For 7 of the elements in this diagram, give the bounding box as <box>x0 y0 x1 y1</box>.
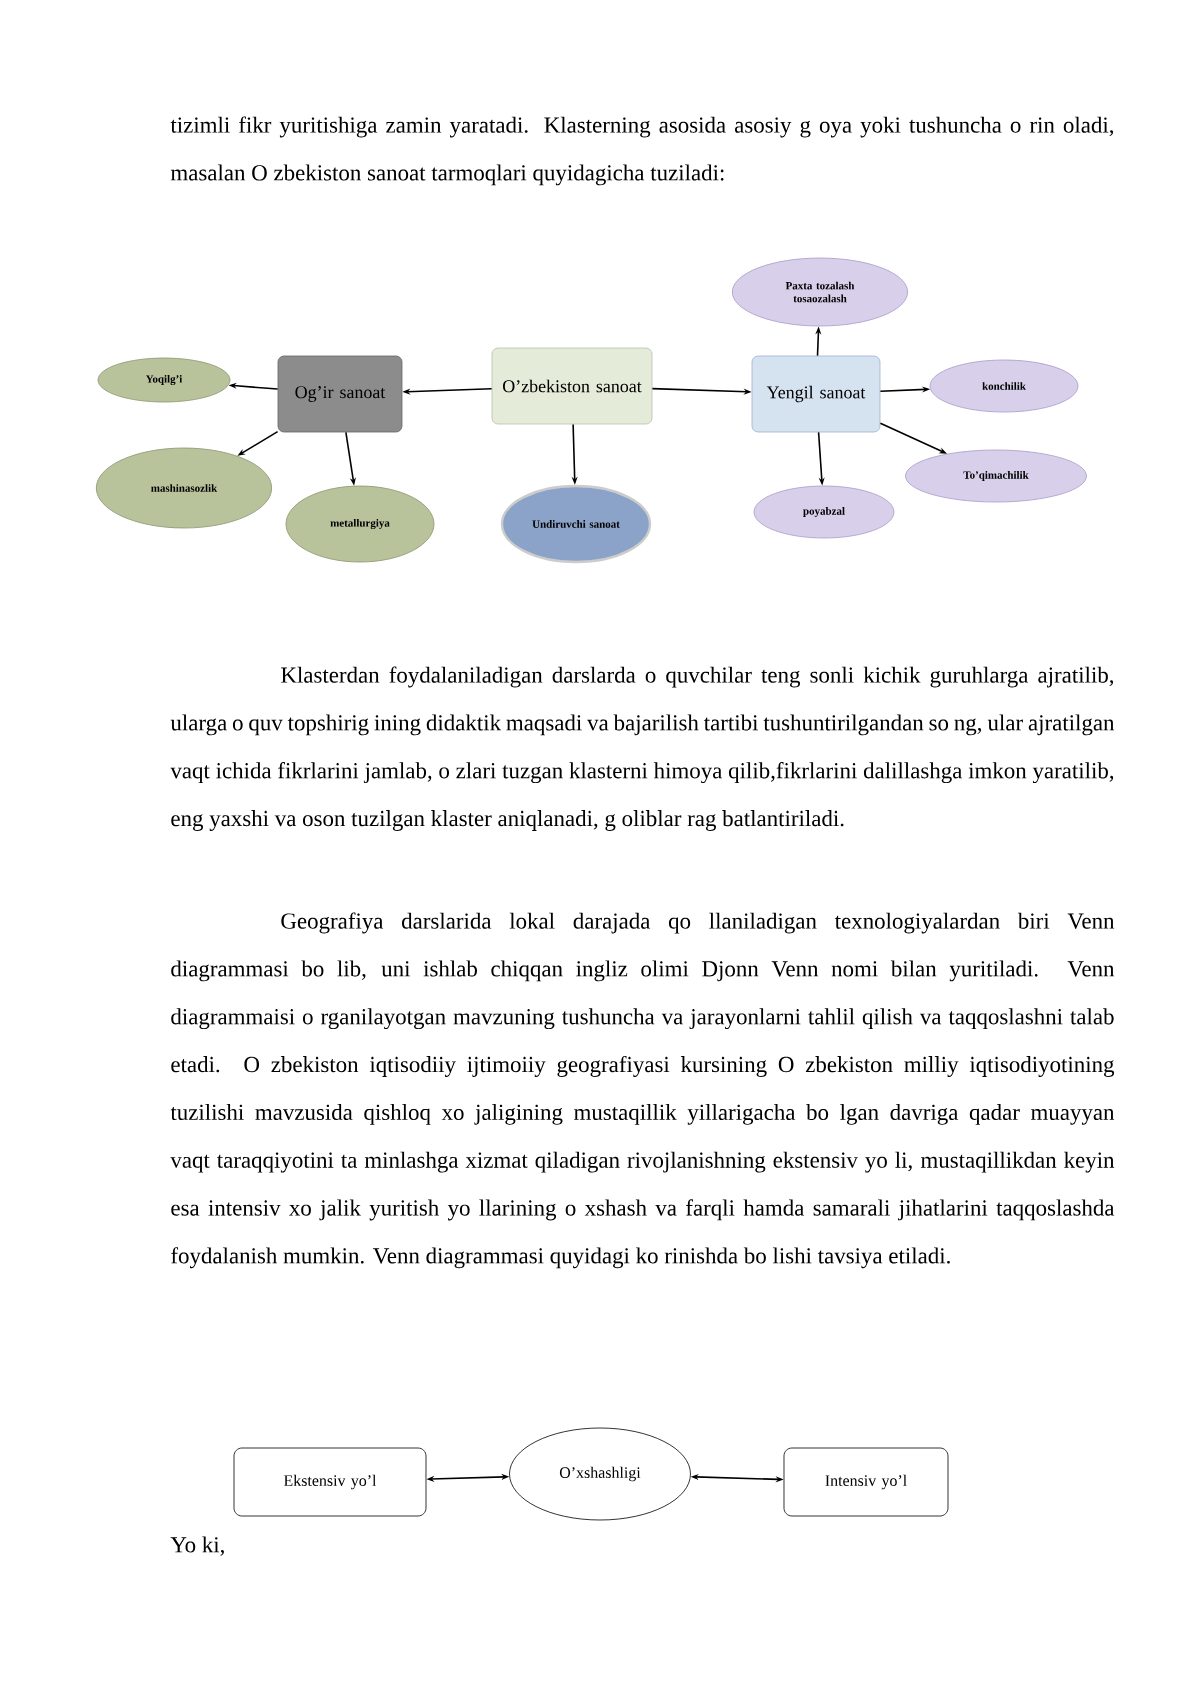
rounded-box: Og’ir sanoat <box>277 355 403 433</box>
rounded-box: O’zbekiston sanoat <box>491 347 653 425</box>
paragraph: Geografiya darslarida lokal darajada qo llaniladigan texnologiyalardan biri Venn diagrammasi bo lib, uni ishlab chiqqan ingliz olimi Djonn Venn nomi bilan yuritiladi. Venn diagrammaisi o rganilayotgan mavzuning tushuncha va jarayonlarni tahlil qilish va taqqoslashni talab etadi. O zbekiston iqtisodiiy ijtimoiiy geografiyasi kursining O zbekiston milliy iqtisodiyotining tuzilishi mavzusida qishloq xo jaligining mustaqillik yillarigacha bo lgan davriga qadar muayyan vaqt taraqqiyotini ta minlashga xizmat qiladigan rivojlanishning ekstensiv yo li, mustaqillikdan keyin esa intensiv xo jalik yuritish yo llarining o xshash va farqli hamda samarali jihatlarini taqqoslashda foydalanish mumkin. Venn diagrammasi quyidagi ko rinishda bo lishi tavsiya etiladi. <box>170 912 1115 1269</box>
rounded-box: Yengil sanoat <box>751 355 881 433</box>
paragraph: Yo ki, <box>170 1536 224 1556</box>
paragraph: tizimli fikr yuritishiga zamin yaratadi. Klasterning asosida asosiy g oya yoki tushuncha o rin oladi, masalan O zbekiston sanoat tarmoqlari quyidagicha tuziladi: <box>170 116 1114 186</box>
paragraph: Klasterdan foydalaniladigan darslarda o quvchilar teng sonli kichik guruhlarga ajratilib, ularga o quv topshirig ining didaktik maqsadi va bajarilish tartibi tushuntirilgandan so ng, ular ajratilgan vaqt ichida fikrlarini jamlab, o zlari tuzgan klasterni himoya qilib,fikrlarini dalillashga imkon yaratilib, eng yaxshi va oson tuzilgan klaster aniqlanadi, g oliblar rag batlantiriladi. <box>170 666 1115 831</box>
